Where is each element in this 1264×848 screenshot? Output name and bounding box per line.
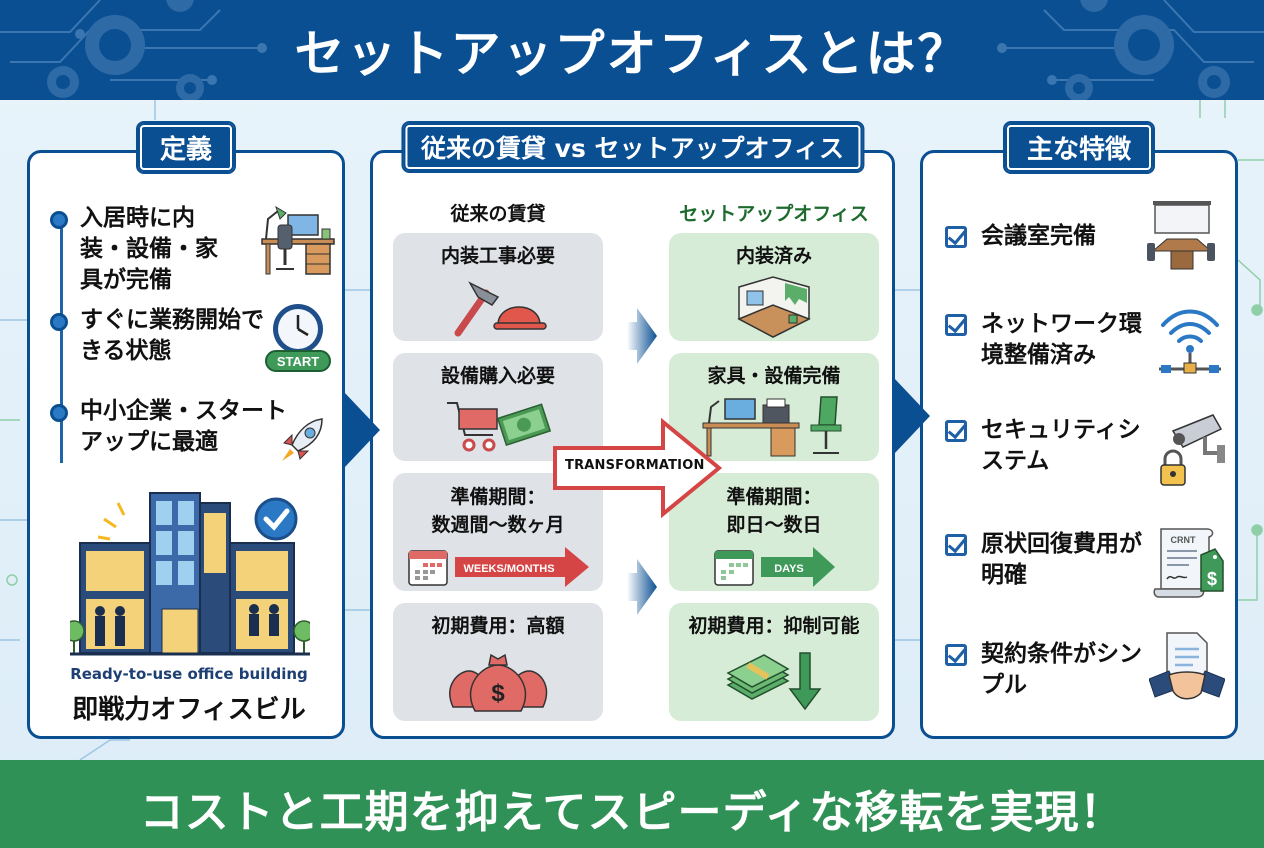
meeting-room-icon <box>1147 201 1215 270</box>
contract-price-tag-icon: CRNT $ <box>1153 528 1224 598</box>
features-tag: 主な特徴 <box>1002 121 1156 174</box>
feature-text: 会議室完備 <box>981 223 1096 249</box>
checkbox-checked-icon <box>945 420 967 442</box>
comparison-panel: 従来の賃貸 vs セットアップオフィス 従来の賃貸 セットアップオフィス 内装工… <box>370 121 895 739</box>
timeline-line <box>60 223 63 463</box>
header-banner: セットアップオフィスとは？ <box>0 0 1264 100</box>
traditional-card-prep-period: 準備期間： 数週間〜数ヶ月 WEEKS/MONTHS <box>393 473 603 591</box>
traditional-rental-heading: 従来の賃貸 <box>450 203 546 225</box>
checkbox-checked-icon <box>945 314 967 336</box>
definition-item: 中小企業・スタートアップに最適 <box>50 396 305 458</box>
setup-card-interior: 内装済み <box>669 233 879 341</box>
feature-text: セキュリティシステム <box>981 417 1141 474</box>
security-camera-lock-icon <box>1160 414 1225 486</box>
flow-arrow-center-to-right <box>894 378 930 454</box>
card-label: 準備期間： 即日〜数日 <box>669 483 879 539</box>
traditional-card-equipment: 設備購入必要 <box>393 353 603 461</box>
definition-text: すぐに業務開始できる状態 <box>80 307 264 364</box>
feature-item: 会議室完備 <box>945 221 1151 252</box>
start-badge: START <box>277 354 319 369</box>
setup-card-furnished: 家具・設備完備 <box>669 353 879 461</box>
building-caption-japanese: 即戦力オフィスビル <box>72 695 306 725</box>
traditional-card-interior: 内装工事必要 <box>393 233 603 341</box>
feature-item: セキュリティシステム <box>945 415 1151 477</box>
setup-card-initial-cost: 初期費用：抑制可能 <box>669 603 879 721</box>
features-panel: 主な特徴 会議室完備 ネットワーク環境整備済み セキュリティシステム <box>920 121 1238 739</box>
feature-item: 原状回復費用が明確 <box>945 529 1151 591</box>
definition-text: 中小企業・スタートアップに最適 <box>80 398 287 455</box>
footer-tagline: コストと工期を抑えてスピーディな移転を実現！ <box>139 787 1125 838</box>
card-label: 家具・設備完備 <box>707 365 841 387</box>
bullet-dot-icon <box>50 313 68 331</box>
page-title: セットアップオフィスとは？ <box>294 25 970 83</box>
setup-card-prep-period: 準備期間： 即日〜数日 DAYS <box>669 473 879 591</box>
definition-text: 入居時に内装・設備・家具が完備 <box>80 205 218 293</box>
footer-banner: コストと工期を抑えてスピーディな移転を実現！ <box>0 760 1264 848</box>
bullet-dot-icon <box>50 211 68 229</box>
flow-arrow-row1 <box>627 308 657 364</box>
card-label-line2: 数週間〜数ヶ月 <box>431 514 565 536</box>
feature-item: ネットワーク環境整備済み <box>945 309 1151 371</box>
card-label-line2: 即日〜数日 <box>726 514 822 536</box>
definition-panel: 定義 入居時に内装・設備・家具が完備 すぐに業務開始できる状態 START 中小… <box>27 121 345 739</box>
cash-down-icon <box>726 652 822 711</box>
card-label: 初期費用：高額 <box>431 615 565 637</box>
office-building-icon <box>70 492 310 656</box>
comparison-tag: 従来の賃貸 vs セットアップオフィス <box>400 121 865 173</box>
card-label: 初期費用：抑制可能 <box>688 615 860 637</box>
card-label-line1: 準備期間： <box>726 486 822 508</box>
definition-item: 入居時に内装・設備・家具が完備 <box>50 203 240 296</box>
wifi-network-icon <box>1159 309 1221 374</box>
card-label: 設備購入必要 <box>440 365 555 387</box>
definition-tag: 定義 <box>135 121 237 174</box>
transformation-label: TRANSFORMATION <box>565 458 705 473</box>
building-caption-english: Ready-to-use office building <box>70 665 308 683</box>
finished-room-icon <box>737 276 811 338</box>
gear-circuit-decoration-right <box>997 0 1264 100</box>
checkbox-checked-icon <box>945 226 967 248</box>
definition-item: すぐに業務開始できる状態 <box>50 305 270 367</box>
weeks-months-badge: WEEKS/MONTHS <box>463 563 554 575</box>
flow-arrow-left-to-center <box>344 392 380 468</box>
handshake-document-icon <box>1149 632 1225 700</box>
clock-start-icon: START <box>265 304 331 372</box>
dollar-glyph: $ <box>491 680 505 707</box>
cart-money-icon <box>447 402 552 452</box>
checkbox-checked-icon <box>945 644 967 666</box>
furnished-desk-icon <box>702 396 842 457</box>
card-label-line1: 準備期間： <box>450 486 546 508</box>
feature-text: 契約条件がシンプル <box>981 641 1142 698</box>
calendar-days-icon: DAYS <box>714 547 835 587</box>
bullet-dot-icon <box>50 404 68 422</box>
gear-circuit-decoration-left <box>0 0 267 100</box>
card-label: 準備期間： 数週間〜数ヶ月 <box>393 483 603 539</box>
feature-text: ネットワーク環境整備済み <box>981 311 1142 368</box>
feature-item: 契約条件がシンプル <box>945 639 1151 701</box>
office-desk-icon <box>261 205 335 275</box>
flow-arrow-row3 <box>627 559 657 615</box>
calendar-weeks-months-icon: WEEKS/MONTHS <box>408 547 589 587</box>
checkbox-checked-icon <box>945 534 967 556</box>
rocket-icon <box>282 418 323 461</box>
dollar-glyph: $ <box>1207 569 1217 589</box>
setup-office-heading: セットアップオフィス <box>679 203 869 225</box>
transformation-arrow-icon <box>553 418 723 518</box>
money-bags-icon: $ <box>449 653 548 712</box>
card-label: 内装工事必要 <box>440 245 555 267</box>
traditional-card-initial-cost: 初期費用：高額 $ <box>393 603 603 721</box>
hammer-helmet-icon <box>454 281 547 337</box>
document-label: CRNT <box>1171 535 1196 545</box>
days-badge: DAYS <box>774 563 804 575</box>
feature-text: 原状回復費用が明確 <box>981 531 1142 588</box>
card-label: 内装済み <box>735 245 812 267</box>
